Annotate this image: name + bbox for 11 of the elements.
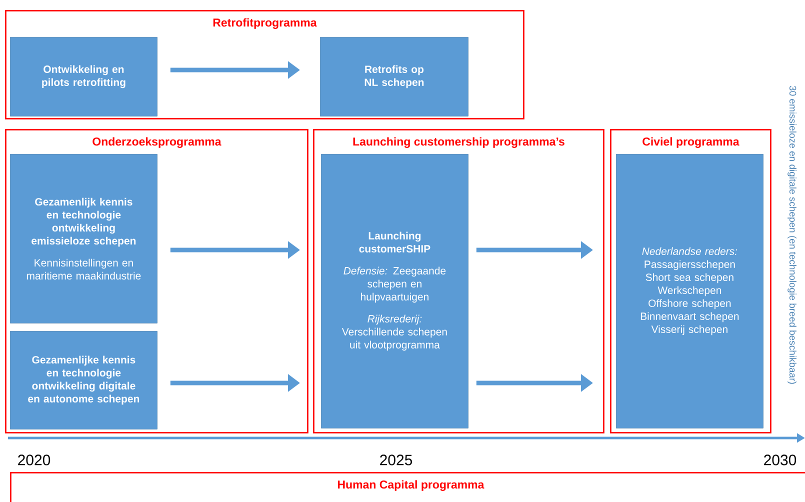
process-box: Nederlandse reders: Passagiersschepen Short sea schepen Werkschepen Offshore schepen Binnenvaart schepen Visserij schepen xyxy=(616,154,764,428)
vertical-note: 30 emissieloze en digitale schepen (en technologie breed beschikbaar) xyxy=(788,86,796,384)
process-box: Gezamenlijk kennis en technologie ontwikkeling emissieloze schepen Kennisinstellingen en maritieme maakindustrie xyxy=(10,154,158,324)
year-label: 2030 xyxy=(764,454,796,466)
process-box: Launching customerSHIP Defensie: Zeegaande schepen en hulpvaartuigen Rijksrederij: Verschillende schepen uit vlootprogramma xyxy=(321,154,468,428)
year-label: 2025 xyxy=(380,454,412,466)
program-frame: Human Capital programma xyxy=(10,472,805,502)
process-box: Gezamenlijke kennis en technologie ontwikkeling digitale en autonome schepen xyxy=(10,330,158,430)
process-box: Ontwikkeling en pilots retrofitting xyxy=(10,36,158,116)
year-label: 2020 xyxy=(18,454,50,466)
process-box: Retrofits op NL schepen xyxy=(320,36,468,116)
